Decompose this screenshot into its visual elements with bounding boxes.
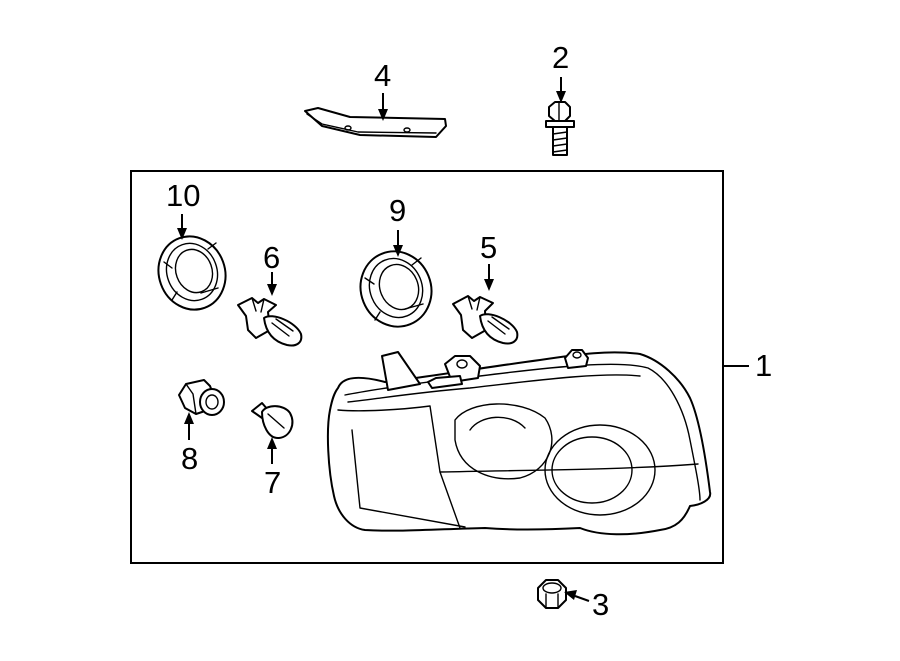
part-4-bracket[interactable] (304, 107, 447, 138)
part-2-bolt[interactable] (545, 101, 575, 156)
part-6-bulb[interactable] (237, 297, 303, 347)
callout-5-leader (484, 264, 494, 291)
callout-6: 6 (263, 240, 280, 275)
part-7-wedge-bulb[interactable] (251, 402, 294, 439)
callout-10: 10 (166, 178, 200, 213)
part-8-socket[interactable] (178, 379, 225, 416)
callout-4: 4 (374, 58, 391, 93)
callout-3: 3 (592, 587, 609, 622)
callout-2-leader (556, 77, 566, 103)
callout-1: 1 (755, 348, 772, 383)
part-10-cap[interactable] (148, 227, 235, 319)
callout-2: 2 (552, 40, 569, 75)
part-5-bulb[interactable] (452, 295, 519, 345)
callout-9-leader (393, 230, 403, 257)
callout-8-leader (184, 412, 194, 440)
callout-7-leader (267, 437, 277, 464)
callout-10-leader (177, 214, 187, 240)
callout-6-leader (267, 272, 277, 296)
callout-3-leader (564, 590, 590, 602)
callout-5: 5 (480, 230, 497, 265)
callout-8: 8 (181, 441, 198, 476)
callout-9: 9 (389, 193, 406, 228)
callout-4-leader (378, 93, 388, 121)
part-3-nut[interactable] (537, 579, 567, 609)
callout-7: 7 (264, 465, 281, 500)
part-1-headlamp-housing[interactable] (326, 349, 712, 536)
part-9-cap[interactable] (349, 241, 442, 338)
